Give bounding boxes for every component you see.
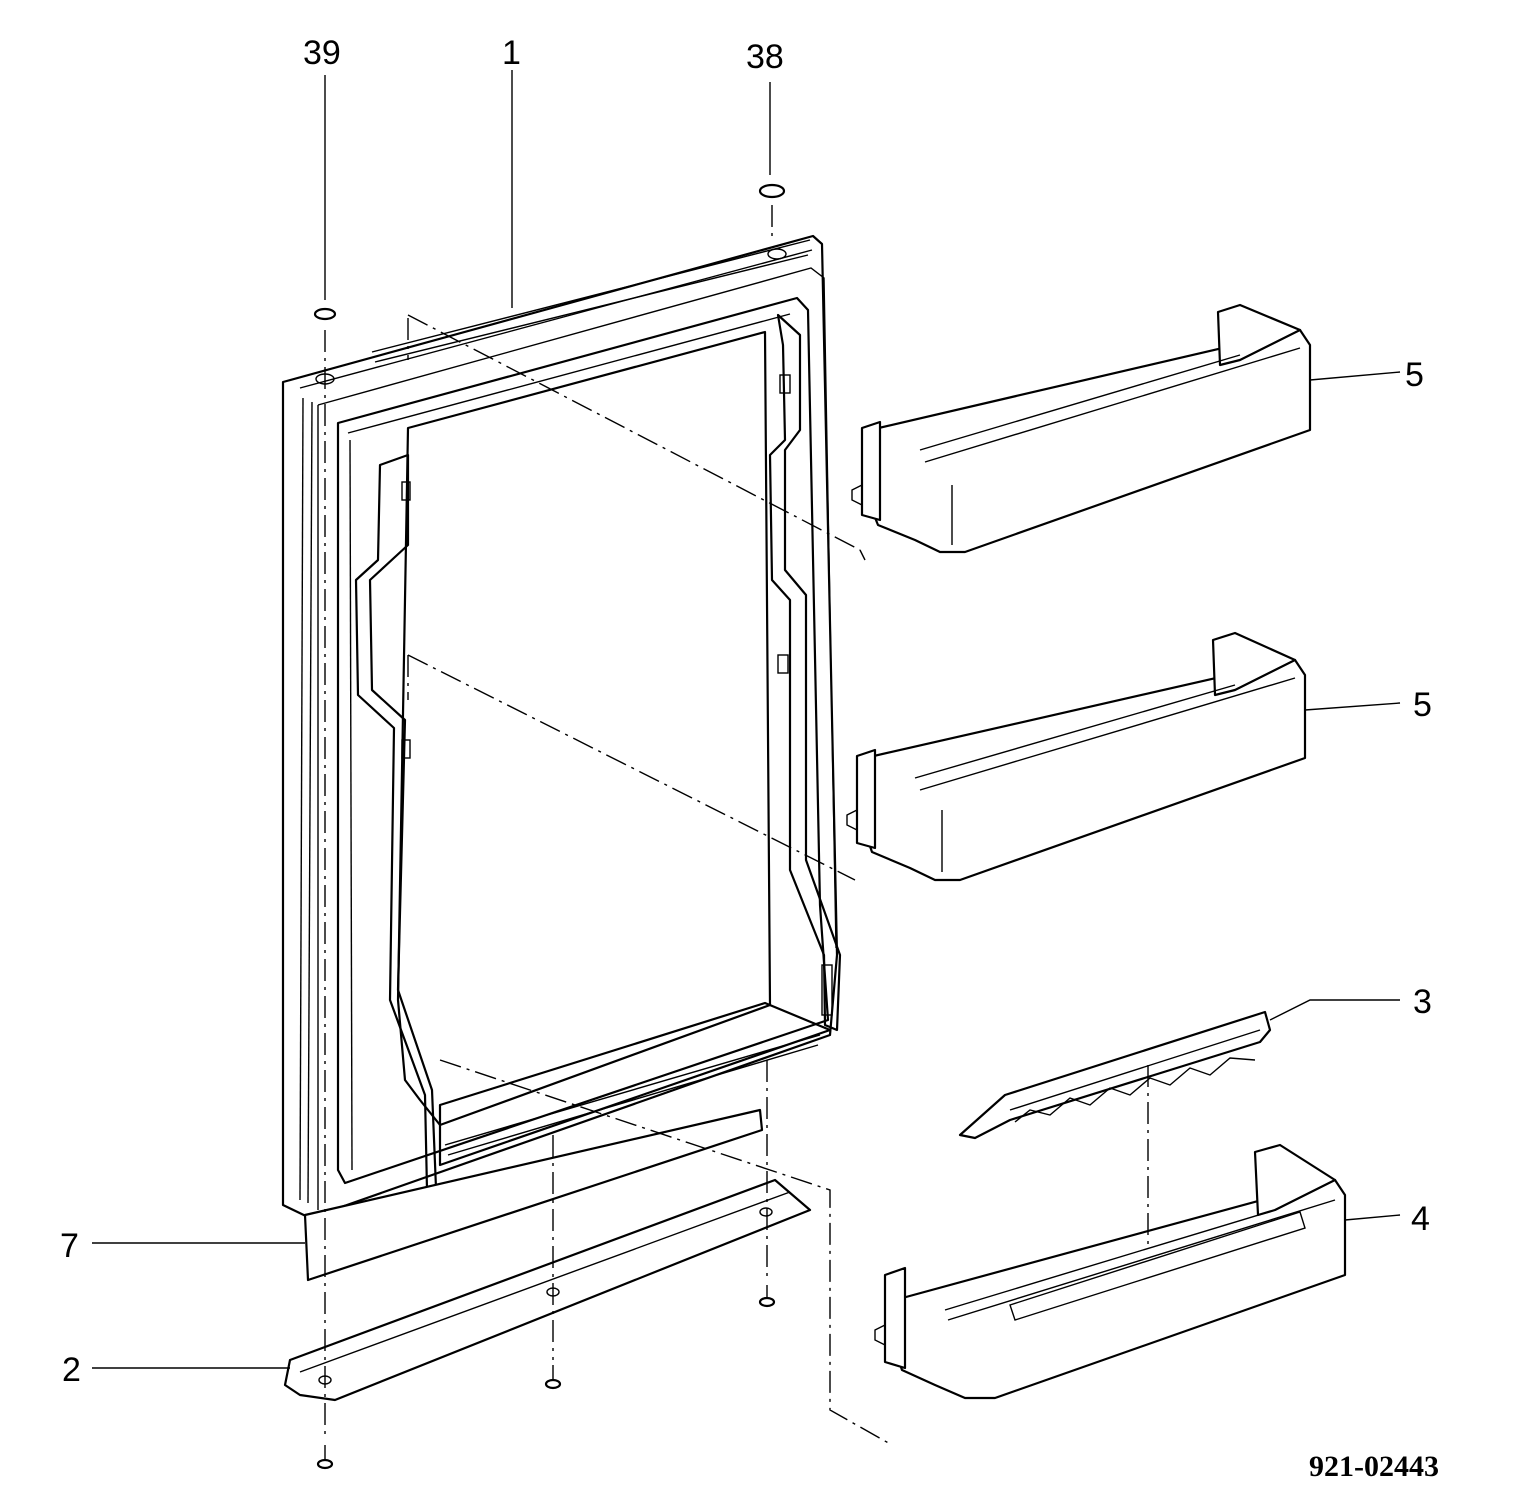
- bottom-plate: [283, 1178, 812, 1402]
- screws: [313, 183, 786, 1470]
- screw-icon: [544, 1365, 562, 1390]
- callout-38: 38: [746, 38, 784, 76]
- hinge-cap-icon: [758, 183, 786, 199]
- callout-5-upper: 5: [1405, 356, 1424, 394]
- door-shelf-middle: [846, 631, 1307, 882]
- assembly-lines: [324, 205, 1149, 1446]
- callout-4: 4: [1411, 1200, 1430, 1238]
- screw-icon: [758, 1285, 776, 1308]
- screw-icon: [316, 1445, 334, 1470]
- leader-lines: [92, 70, 1401, 1369]
- callout-7: 7: [60, 1227, 79, 1265]
- callout-1: 1: [502, 34, 521, 72]
- door-frame: [281, 234, 842, 1220]
- callout-3: 3: [1413, 983, 1432, 1021]
- callout-39: 39: [303, 34, 341, 72]
- callout-2: 2: [62, 1351, 81, 1389]
- callouts: 39 1 38 5 5 3 4 7 2: [60, 34, 1432, 1389]
- door-shelf-bottom: [874, 1143, 1347, 1400]
- hinge-bushing-icon: [313, 307, 337, 321]
- bar-rack: [958, 1010, 1272, 1140]
- drawing-number: 921-02443: [1309, 1450, 1439, 1483]
- door-shelf-upper: [851, 303, 1312, 554]
- bottom-strip: [303, 1108, 764, 1282]
- callout-5-middle: 5: [1413, 686, 1432, 724]
